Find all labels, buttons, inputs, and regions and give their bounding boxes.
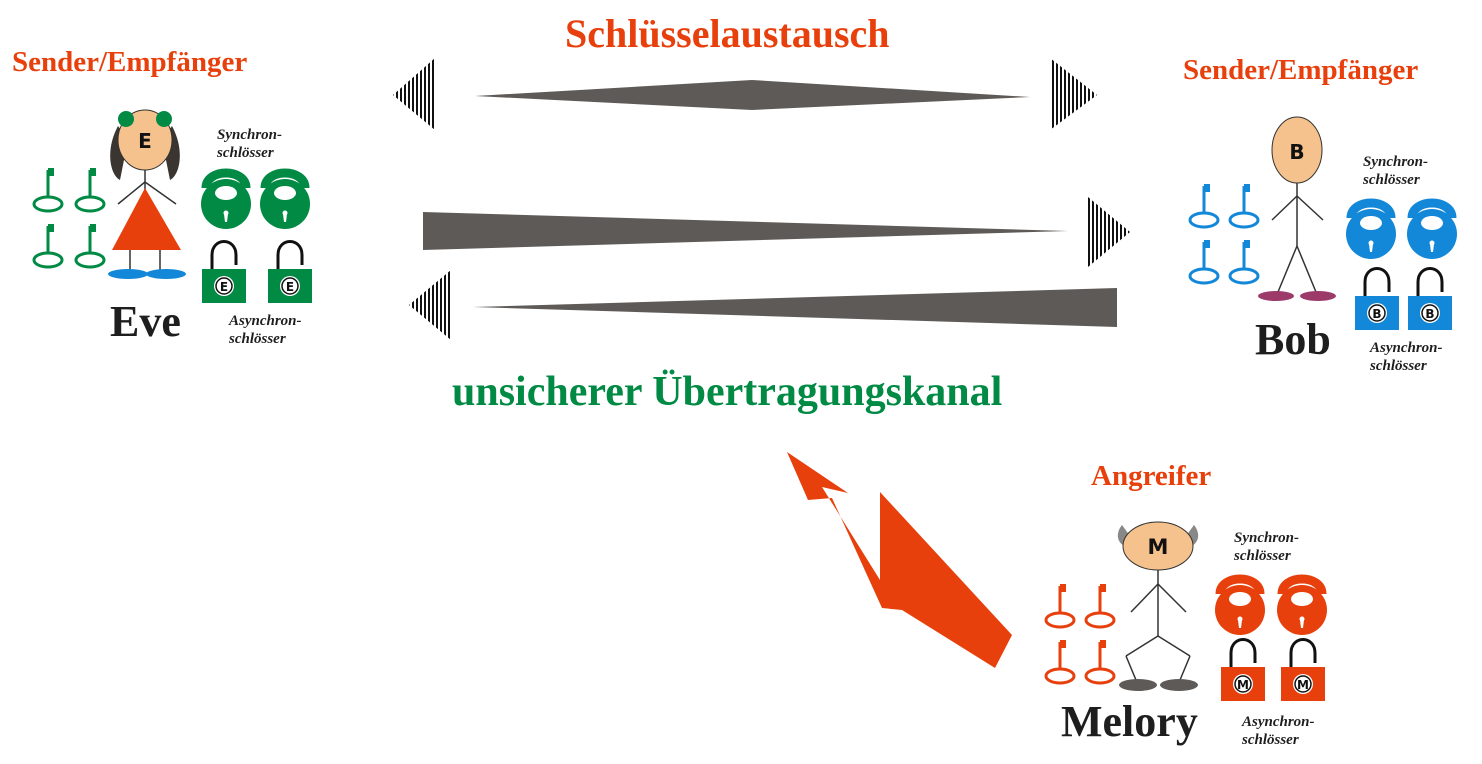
channel-label: unsicherer Übertragungskanal: [452, 369, 1003, 415]
melory-keys: [1044, 582, 1116, 685]
bob-async-label: Asynchron-schlösser: [1370, 340, 1443, 374]
eve-figure: [108, 109, 186, 279]
eve-sync-label: Synchron-schlösser: [217, 127, 283, 161]
bob-role-label: Sender/Empfänger: [1183, 54, 1419, 86]
channel-arrow-to-bob: [423, 197, 1130, 267]
bob-keys: [1188, 182, 1260, 285]
eve-face-letter: E: [138, 129, 152, 153]
bob-lock-letter: B: [1372, 307, 1381, 321]
bob-figure: [1258, 116, 1336, 301]
eve-lock-letter: E: [220, 280, 228, 294]
channel-arrow-to-eve: [409, 270, 1117, 340]
melory-async-label: Asynchron-schlösser: [1242, 714, 1315, 748]
diagram-title: Schlüsselaustausch: [565, 11, 890, 56]
bob-sync-locks: [1346, 203, 1457, 259]
attack-lightning-icon: [787, 452, 1012, 668]
melory-sync-locks: [1215, 579, 1327, 635]
melory-figure: [1117, 521, 1199, 691]
melory-lock-letter: M: [1237, 678, 1249, 692]
bob-name: Bob: [1255, 315, 1331, 364]
melory-sync-label: Synchron-schlösser: [1234, 530, 1300, 564]
eve-name: Eve: [110, 297, 181, 346]
bob-sync-label: Synchron-schlösser: [1363, 154, 1429, 188]
key-exchange-arrow: [393, 58, 1097, 130]
bob-face-letter: B: [1289, 140, 1304, 164]
bob-lock-letter: B: [1425, 307, 1434, 321]
eve-async-locks: [200, 240, 314, 305]
eve-role-label: Sender/Empfänger: [12, 46, 248, 78]
melory-lock-letter: M: [1297, 678, 1309, 692]
eve-keys: [32, 166, 106, 269]
melory-face-letter: M: [1148, 535, 1169, 559]
eve-sync-locks: [201, 173, 310, 229]
melory-role-label: Angreifer: [1091, 460, 1212, 492]
bob-async-locks: [1353, 267, 1454, 332]
eve-lock-letter: E: [286, 280, 294, 294]
melory-name: Melory: [1061, 697, 1198, 746]
eve-async-label: Asynchron-schlösser: [229, 313, 302, 347]
